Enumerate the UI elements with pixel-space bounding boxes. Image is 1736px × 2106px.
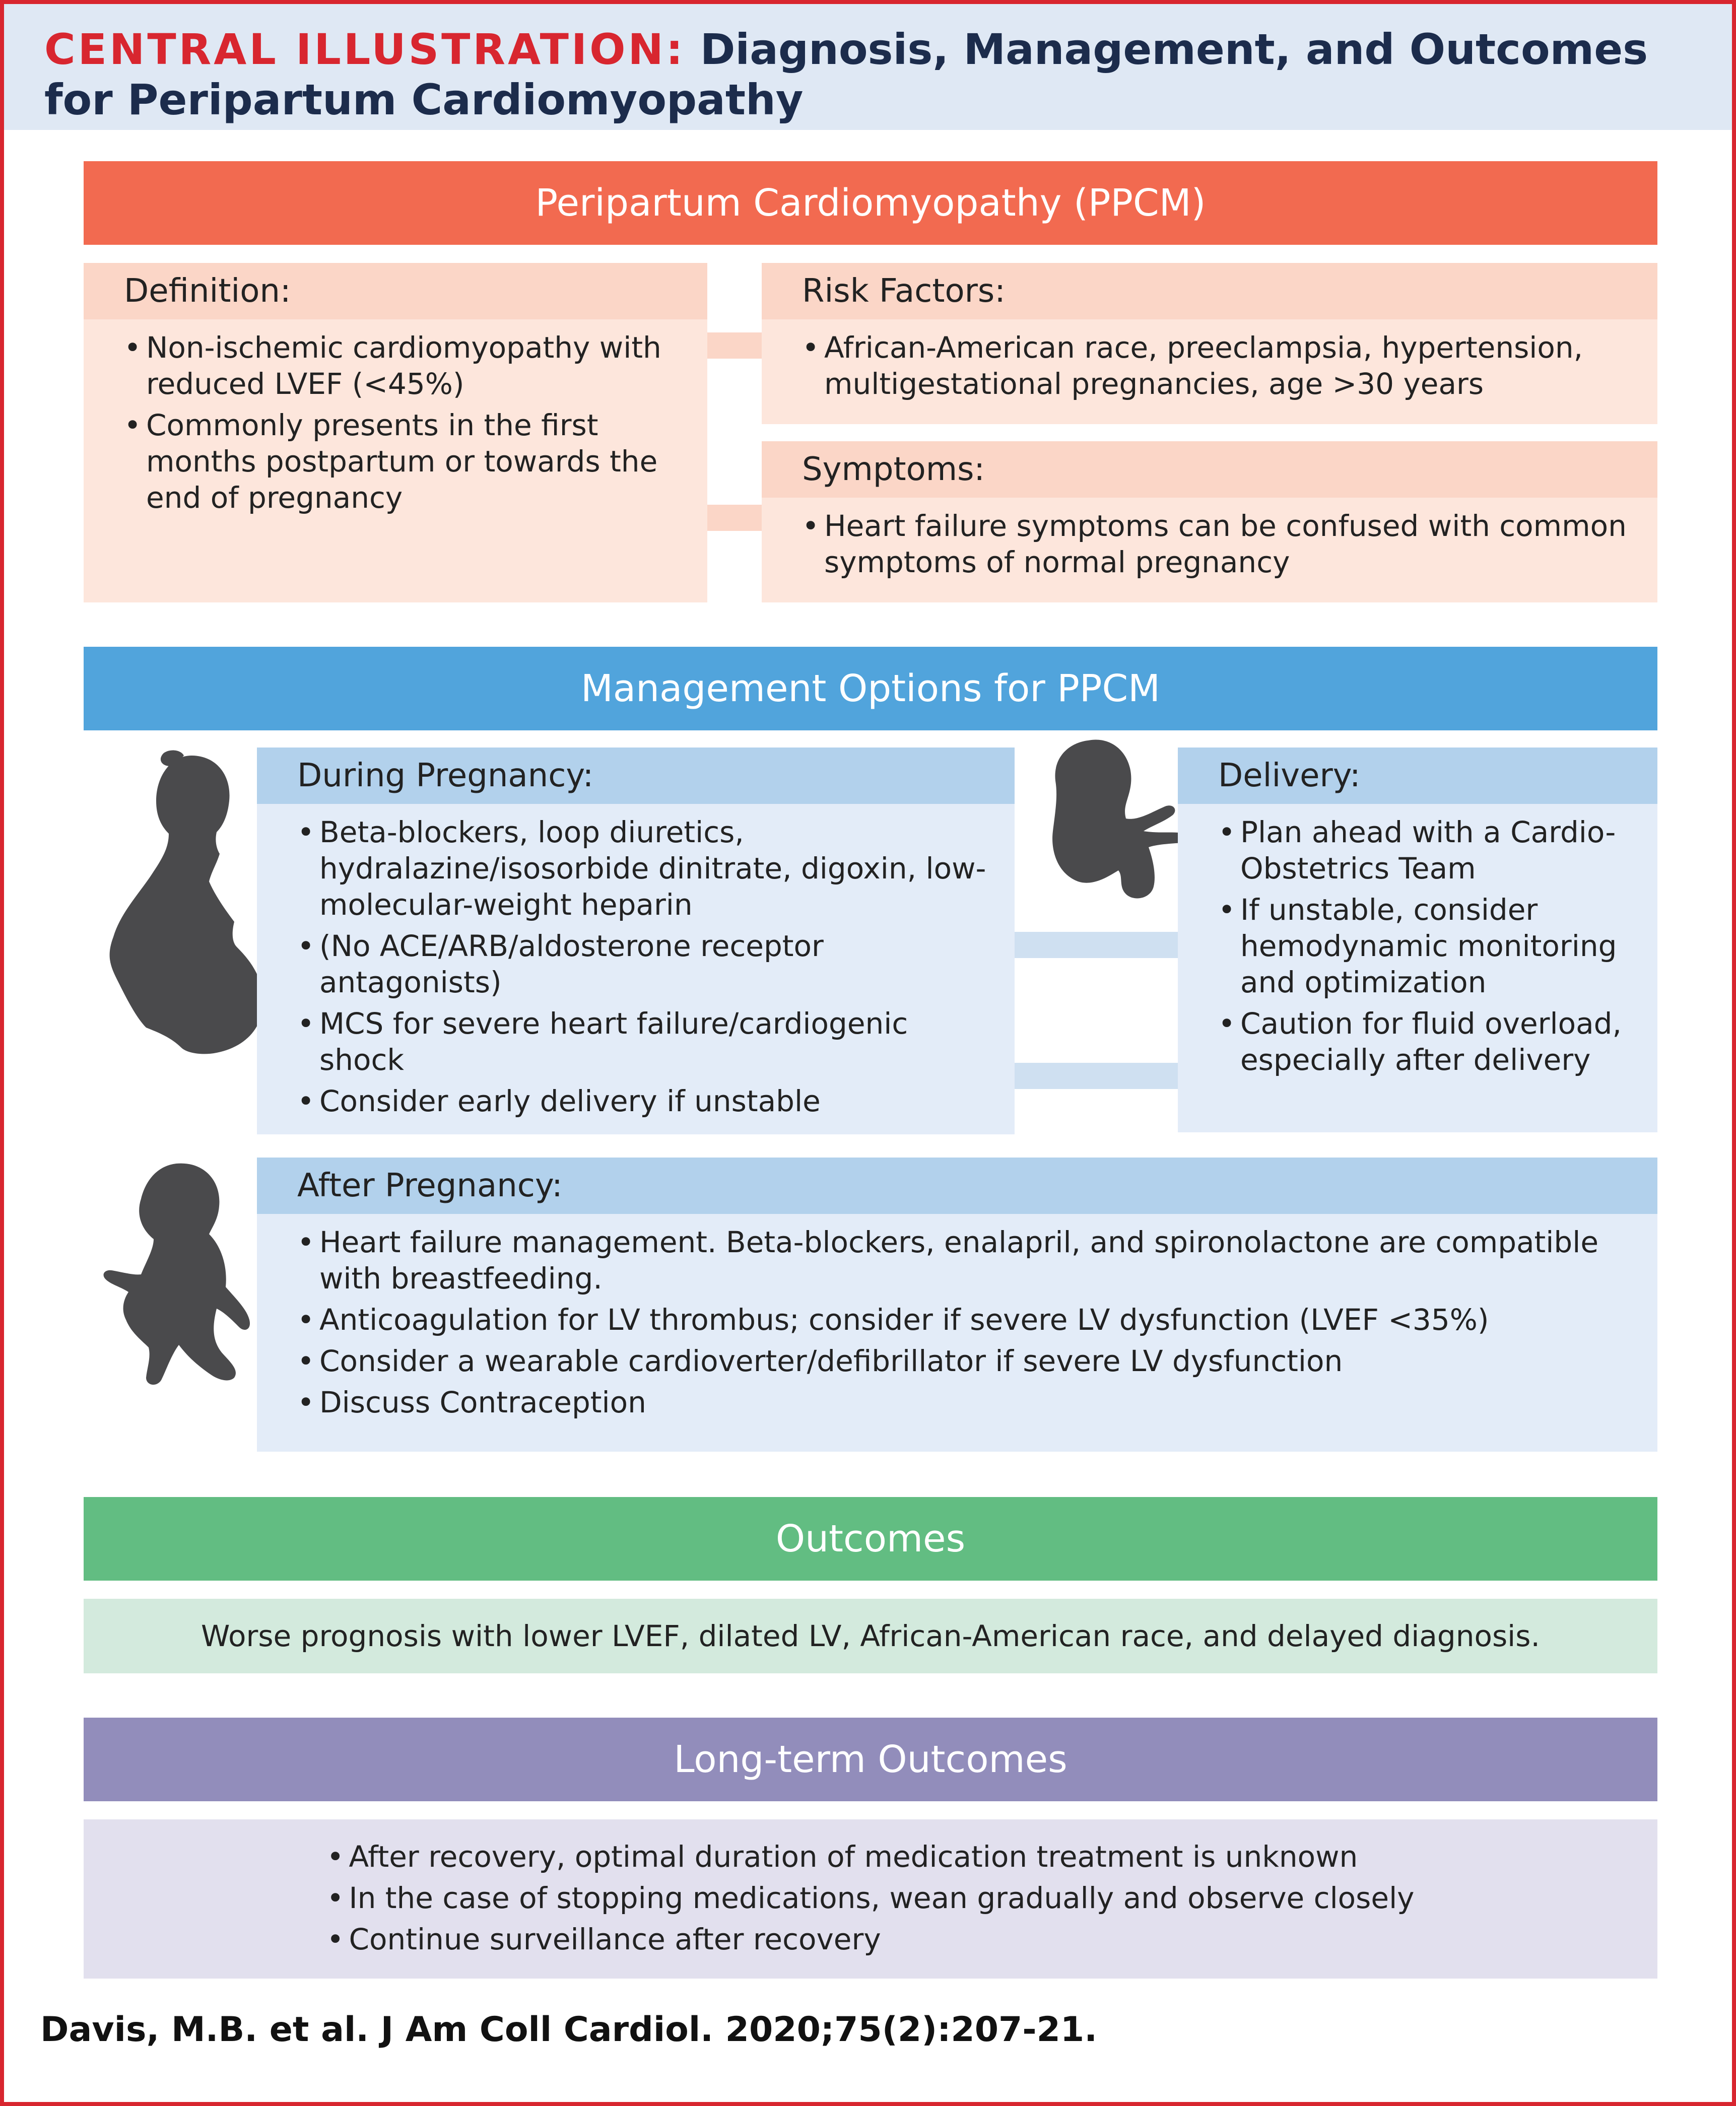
connector — [1015, 932, 1178, 958]
during-pregnancy-body: Beta-blockers, loop diuretics, hydralazi… — [257, 804, 1015, 1134]
outcomes-heading: Outcomes — [84, 1497, 1657, 1581]
delivery-item: Plan ahead with a Cardio-Obstetrics Team — [1218, 814, 1647, 887]
during-item: Beta-blockers, loop diuretics, hydralazi… — [297, 814, 999, 923]
outcomes-text: Worse prognosis with lower LVEF, dilated… — [84, 1599, 1657, 1673]
long-term-item: Continue surveillance after recovery — [326, 1921, 1414, 1957]
definition-body: Non-ischemic cardiomyopathy with reduced… — [84, 319, 707, 602]
delivery-label: Delivery: — [1178, 748, 1657, 804]
after-item: Heart failure management. Beta-blockers,… — [297, 1224, 1642, 1297]
symptoms-body: Heart failure symptoms can be confused w… — [762, 498, 1657, 602]
during-pregnancy-label: During Pregnancy: — [257, 748, 1015, 804]
connector — [707, 505, 762, 531]
definition-item: Non-ischemic cardiomyopathy with reduced… — [124, 329, 687, 402]
citation: Davis, M.B. et al. J Am Coll Cardiol. 20… — [40, 2010, 1098, 2050]
title-kicker: CENTRAL ILLUSTRATION: — [44, 25, 686, 74]
delivery-item: Caution for fluid overload, especially a… — [1218, 1005, 1647, 1078]
infant-icon — [103, 1163, 250, 1385]
fetus-icon — [1052, 739, 1194, 899]
delivery-body: Plan ahead with a Cardio-Obstetrics Team… — [1178, 804, 1657, 1132]
after-item: Anticoagulation for LV thrombus; conside… — [297, 1302, 1642, 1338]
title-bar: CENTRAL ILLUSTRATION: Diagnosis, Managem… — [4, 4, 1732, 130]
during-item: (No ACE/ARB/aldosterone receptor antagon… — [297, 928, 999, 1000]
long-term-heading: Long-term Outcomes — [84, 1718, 1657, 1801]
during-item: Consider early delivery if unstable — [297, 1083, 999, 1119]
after-pregnancy-body: Heart failure management. Beta-blockers,… — [257, 1214, 1657, 1452]
symptom-item: Heart failure symptoms can be confused w… — [802, 508, 1637, 580]
ppcm-heading: Peripartum Cardiomyopathy (PPCM) — [84, 161, 1657, 245]
risk-factors-body: African-American race, preeclampsia, hyp… — [762, 319, 1657, 424]
pregnant-woman-icon — [109, 750, 257, 1054]
during-item: MCS for severe heart failure/cardiogenic… — [297, 1005, 999, 1078]
long-term-item: In the case of stopping medications, wea… — [326, 1880, 1414, 1916]
after-item: Discuss Contraception — [297, 1384, 1642, 1420]
connector — [707, 332, 762, 359]
risk-factor-item: African-American race, preeclampsia, hyp… — [802, 329, 1637, 402]
definition-item: Commonly presents in the first months po… — [124, 407, 687, 516]
symptoms-label: Symptoms: — [762, 441, 1657, 498]
long-term-item: After recovery, optimal duration of medi… — [326, 1839, 1414, 1875]
management-heading: Management Options for PPCM — [84, 647, 1657, 730]
after-item: Consider a wearable cardioverter/defibri… — [297, 1343, 1642, 1379]
title-text: Diagnosis, Management, and Outcomes for … — [44, 25, 1648, 124]
long-term-body: After recovery, optimal duration of medi… — [84, 1819, 1657, 1979]
after-pregnancy-label: After Pregnancy: — [257, 1158, 1657, 1214]
delivery-item: If unstable, consider hemodynamic monito… — [1218, 892, 1647, 1000]
risk-factors-label: Risk Factors: — [762, 263, 1657, 319]
figure-title: CENTRAL ILLUSTRATION: Diagnosis, Managem… — [44, 24, 1702, 125]
connector — [1015, 1063, 1178, 1089]
definition-label: Definition: — [84, 263, 707, 319]
